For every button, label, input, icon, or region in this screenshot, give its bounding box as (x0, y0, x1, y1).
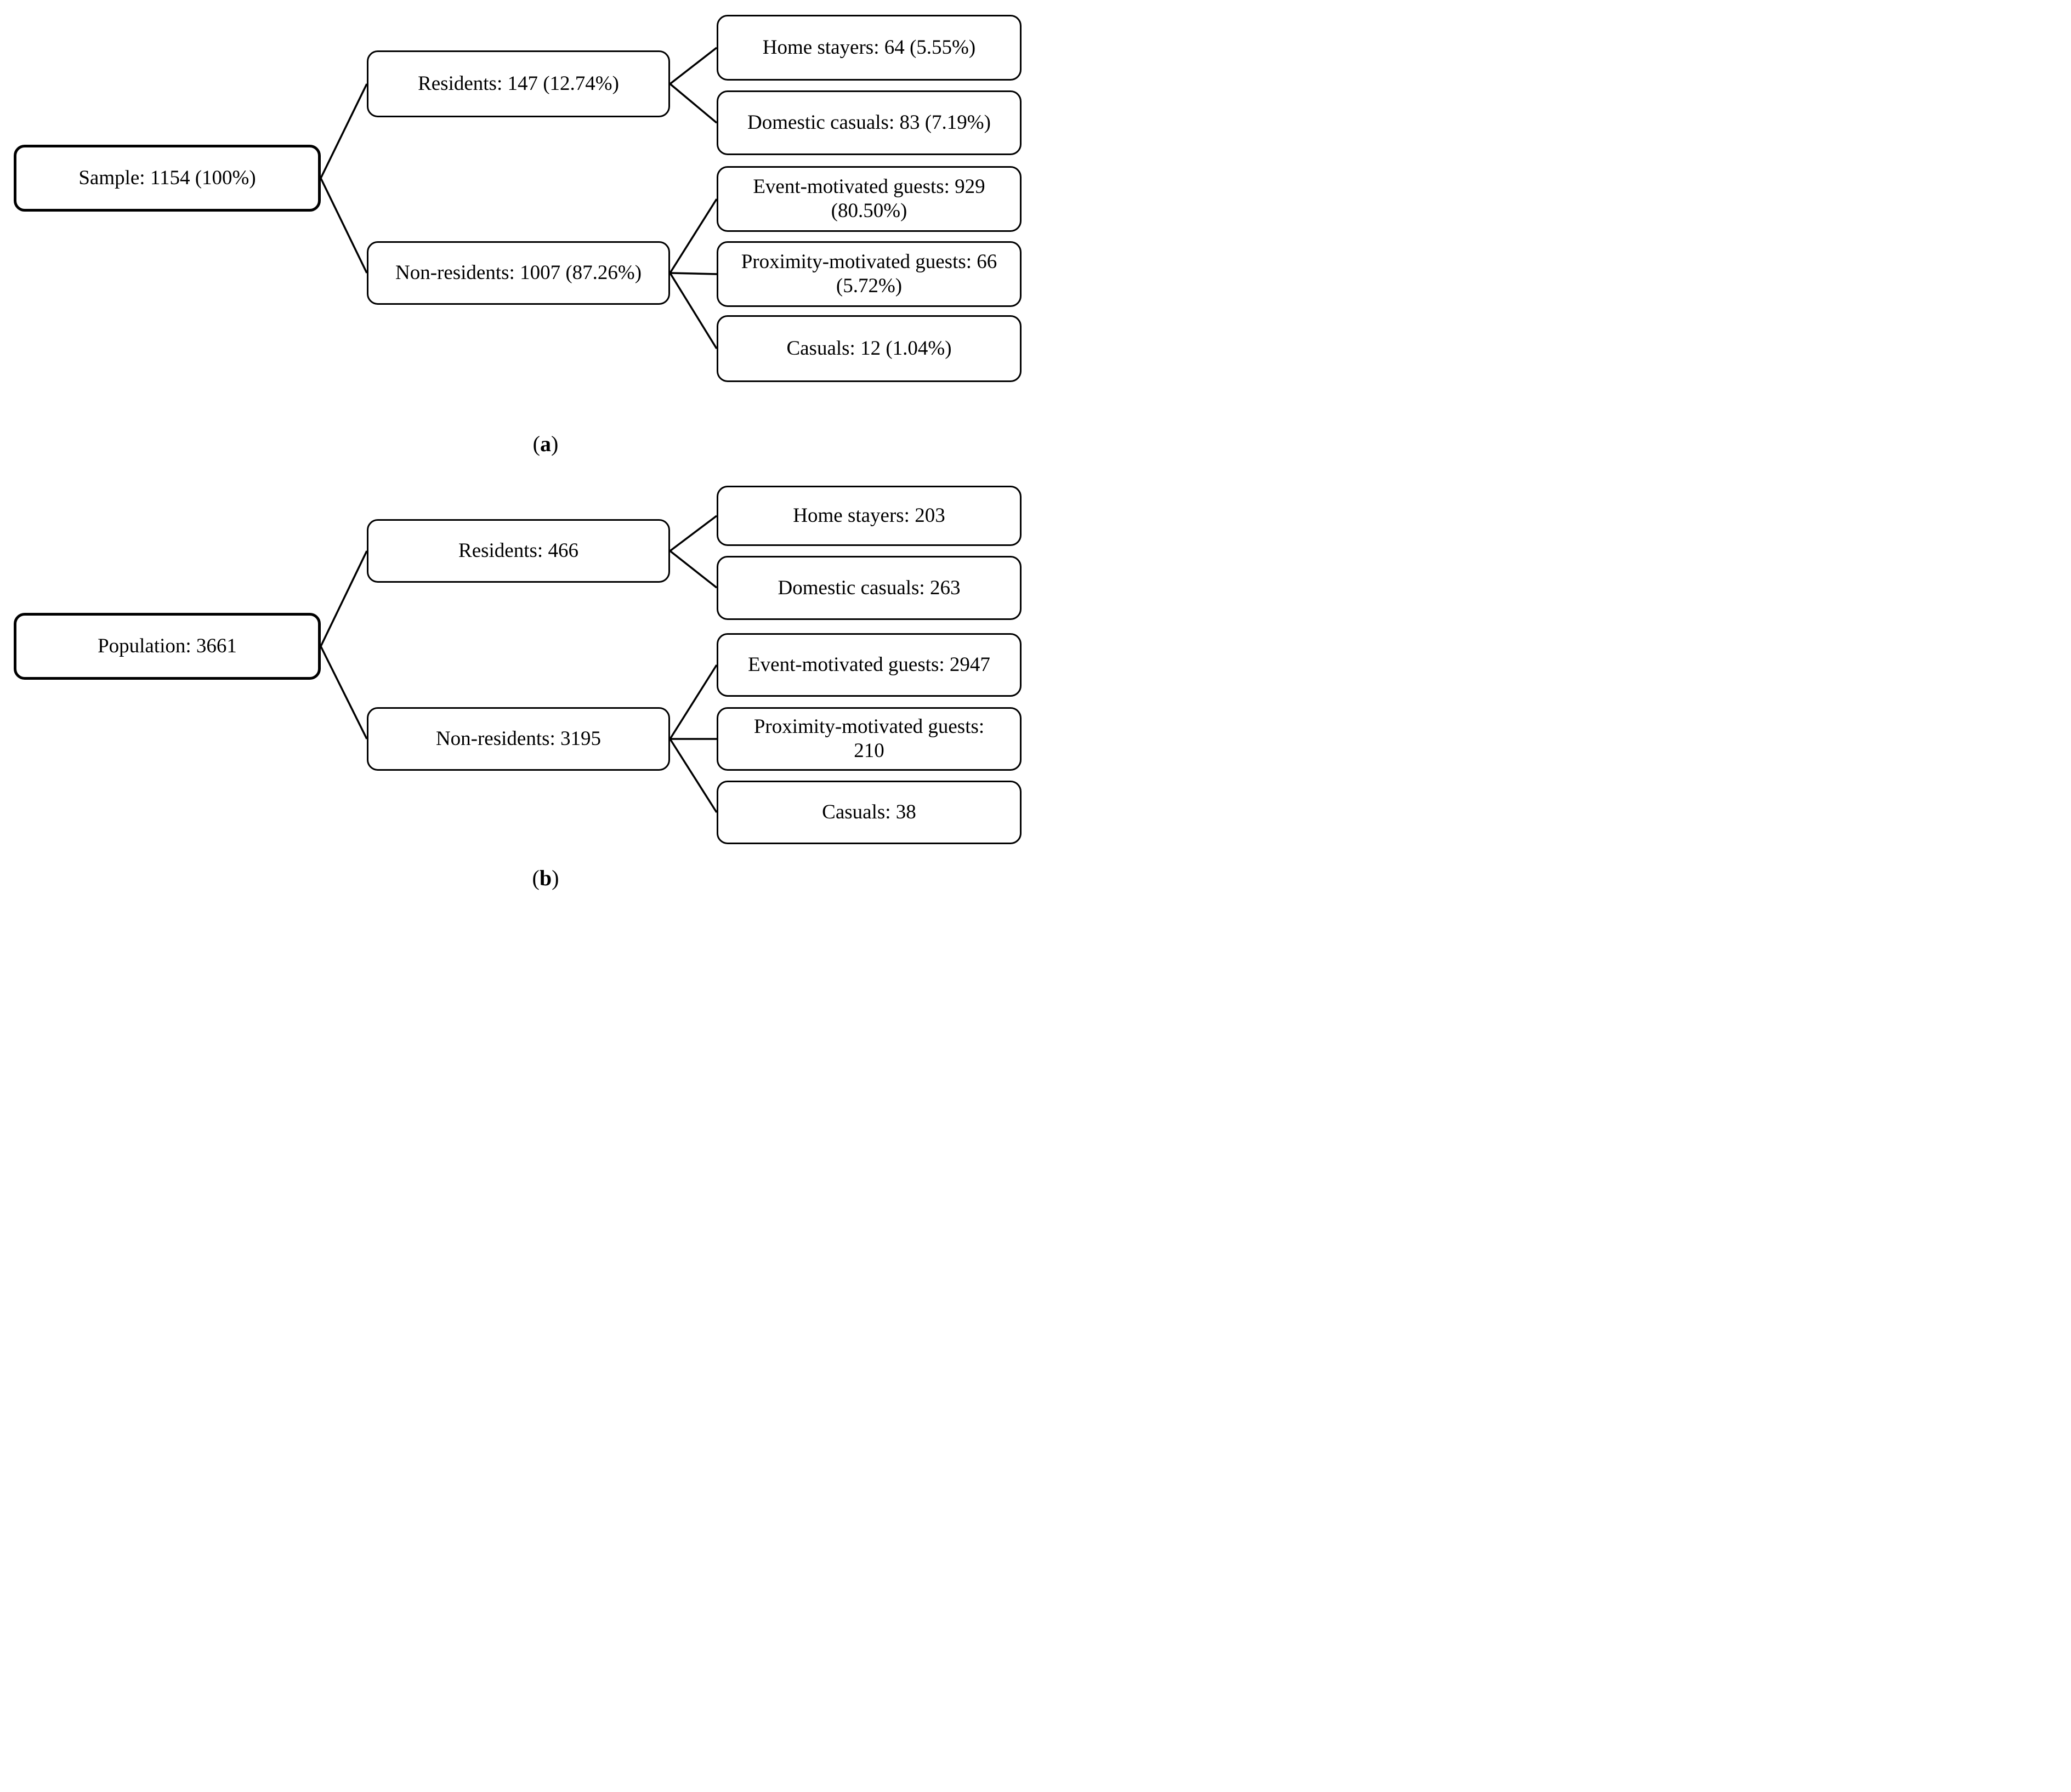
connector-b-nonres-to-casuals (669, 738, 718, 813)
node-b-non-residents: Non-residents: 3195 (367, 707, 670, 771)
panel-a-caption-letter: a (540, 431, 551, 456)
node-a-non-residents-label: Non-residents: 1007 (87.26%) (395, 261, 642, 285)
connector-b-residents-to-home-stayers (669, 515, 718, 552)
node-a-event-motivated-guests-label: Event-motivated guests: 929 (80.50%) (753, 175, 985, 222)
node-b-residents: Residents: 466 (367, 519, 670, 583)
node-a-non-residents: Non-residents: 1007 (87.26%) (367, 241, 670, 305)
node-b-home-stayers-label: Home stayers: 203 (793, 504, 945, 527)
node-b-domestic-casuals-label: Domestic casuals: 263 (778, 576, 961, 599)
node-a-casuals: Casuals: 12 (1.04%) (717, 315, 1022, 382)
node-b-casuals: Casuals: 38 (717, 781, 1022, 844)
connector-a-residents-to-domestic-casuals (669, 83, 718, 124)
node-b-casuals-label: Casuals: 38 (822, 801, 916, 824)
connector-a-nonres-to-casuals (669, 272, 718, 349)
connector-a-nonres-to-proximity-motivated (669, 272, 717, 275)
node-a-proximity-motivated-guests-label: Proximity-motivated guests: 66 (5.72%) (741, 251, 997, 297)
node-a-domestic-casuals-label: Domestic casuals: 83 (7.19%) (747, 111, 991, 134)
connector-a-nonres-to-event-motivated (669, 198, 718, 274)
panel-b-caption-paren-open: ( (532, 865, 540, 890)
connector-b-root-to-residents (320, 550, 368, 647)
node-a-sample-label: Sample: 1154 (100%) (78, 167, 256, 190)
node-a-home-stayers: Home stayers: 64 (5.55%) (717, 15, 1022, 81)
panel-b-caption-letter: b (539, 865, 552, 890)
connector-b-root-to-non-residents (320, 646, 368, 739)
panel-a-caption-paren-close: ) (551, 431, 559, 456)
panel-b-caption: (b) (491, 860, 600, 895)
node-a-residents: Residents: 147 (12.74%) (367, 50, 670, 117)
connector-b-nonres-to-event-motivated (669, 664, 718, 739)
node-a-event-motivated-guests: Event-motivated guests: 929 (80.50%) (717, 166, 1022, 232)
node-b-domestic-casuals: Domestic casuals: 263 (717, 556, 1022, 620)
node-a-home-stayers-label: Home stayers: 64 (5.55%) (762, 36, 976, 59)
node-a-sample: Sample: 1154 (100%) (14, 145, 321, 212)
node-b-event-motivated-guests: Event-motivated guests: 2947 (717, 633, 1022, 697)
figure-canvas: Sample: 1154 (100%) Residents: 147 (12.7… (0, 0, 1036, 896)
node-b-home-stayers: Home stayers: 203 (717, 486, 1022, 546)
panel-a-caption: (a) (491, 426, 600, 461)
connector-a-root-to-residents (320, 83, 368, 179)
node-b-residents-label: Residents: 466 (458, 539, 578, 562)
connector-a-residents-to-home-stayers (669, 47, 718, 85)
node-b-proximity-motivated-guests-label: Proximity-motivated guests: 210 (753, 715, 985, 762)
node-b-proximity-motivated-guests: Proximity-motivated guests: 210 (717, 707, 1022, 771)
panel-a-caption-paren-open: ( (532, 431, 540, 456)
connector-b-residents-to-domestic-casuals (669, 550, 718, 589)
node-a-proximity-motivated-guests: Proximity-motivated guests: 66 (5.72%) (717, 241, 1022, 307)
node-b-event-motivated-guests-label: Event-motivated guests: 2947 (748, 653, 990, 676)
node-b-non-residents-label: Non-residents: 3195 (435, 727, 602, 750)
node-a-casuals-label: Casuals: 12 (1.04%) (786, 337, 952, 360)
node-a-domestic-casuals: Domestic casuals: 83 (7.19%) (717, 90, 1022, 155)
panel-b-caption-paren-close: ) (552, 865, 559, 890)
node-b-population: Population: 3661 (14, 613, 321, 680)
connector-a-root-to-non-residents (320, 178, 368, 274)
node-a-residents-label: Residents: 147 (12.74%) (418, 72, 619, 95)
node-b-population-label: Population: 3661 (98, 635, 237, 658)
